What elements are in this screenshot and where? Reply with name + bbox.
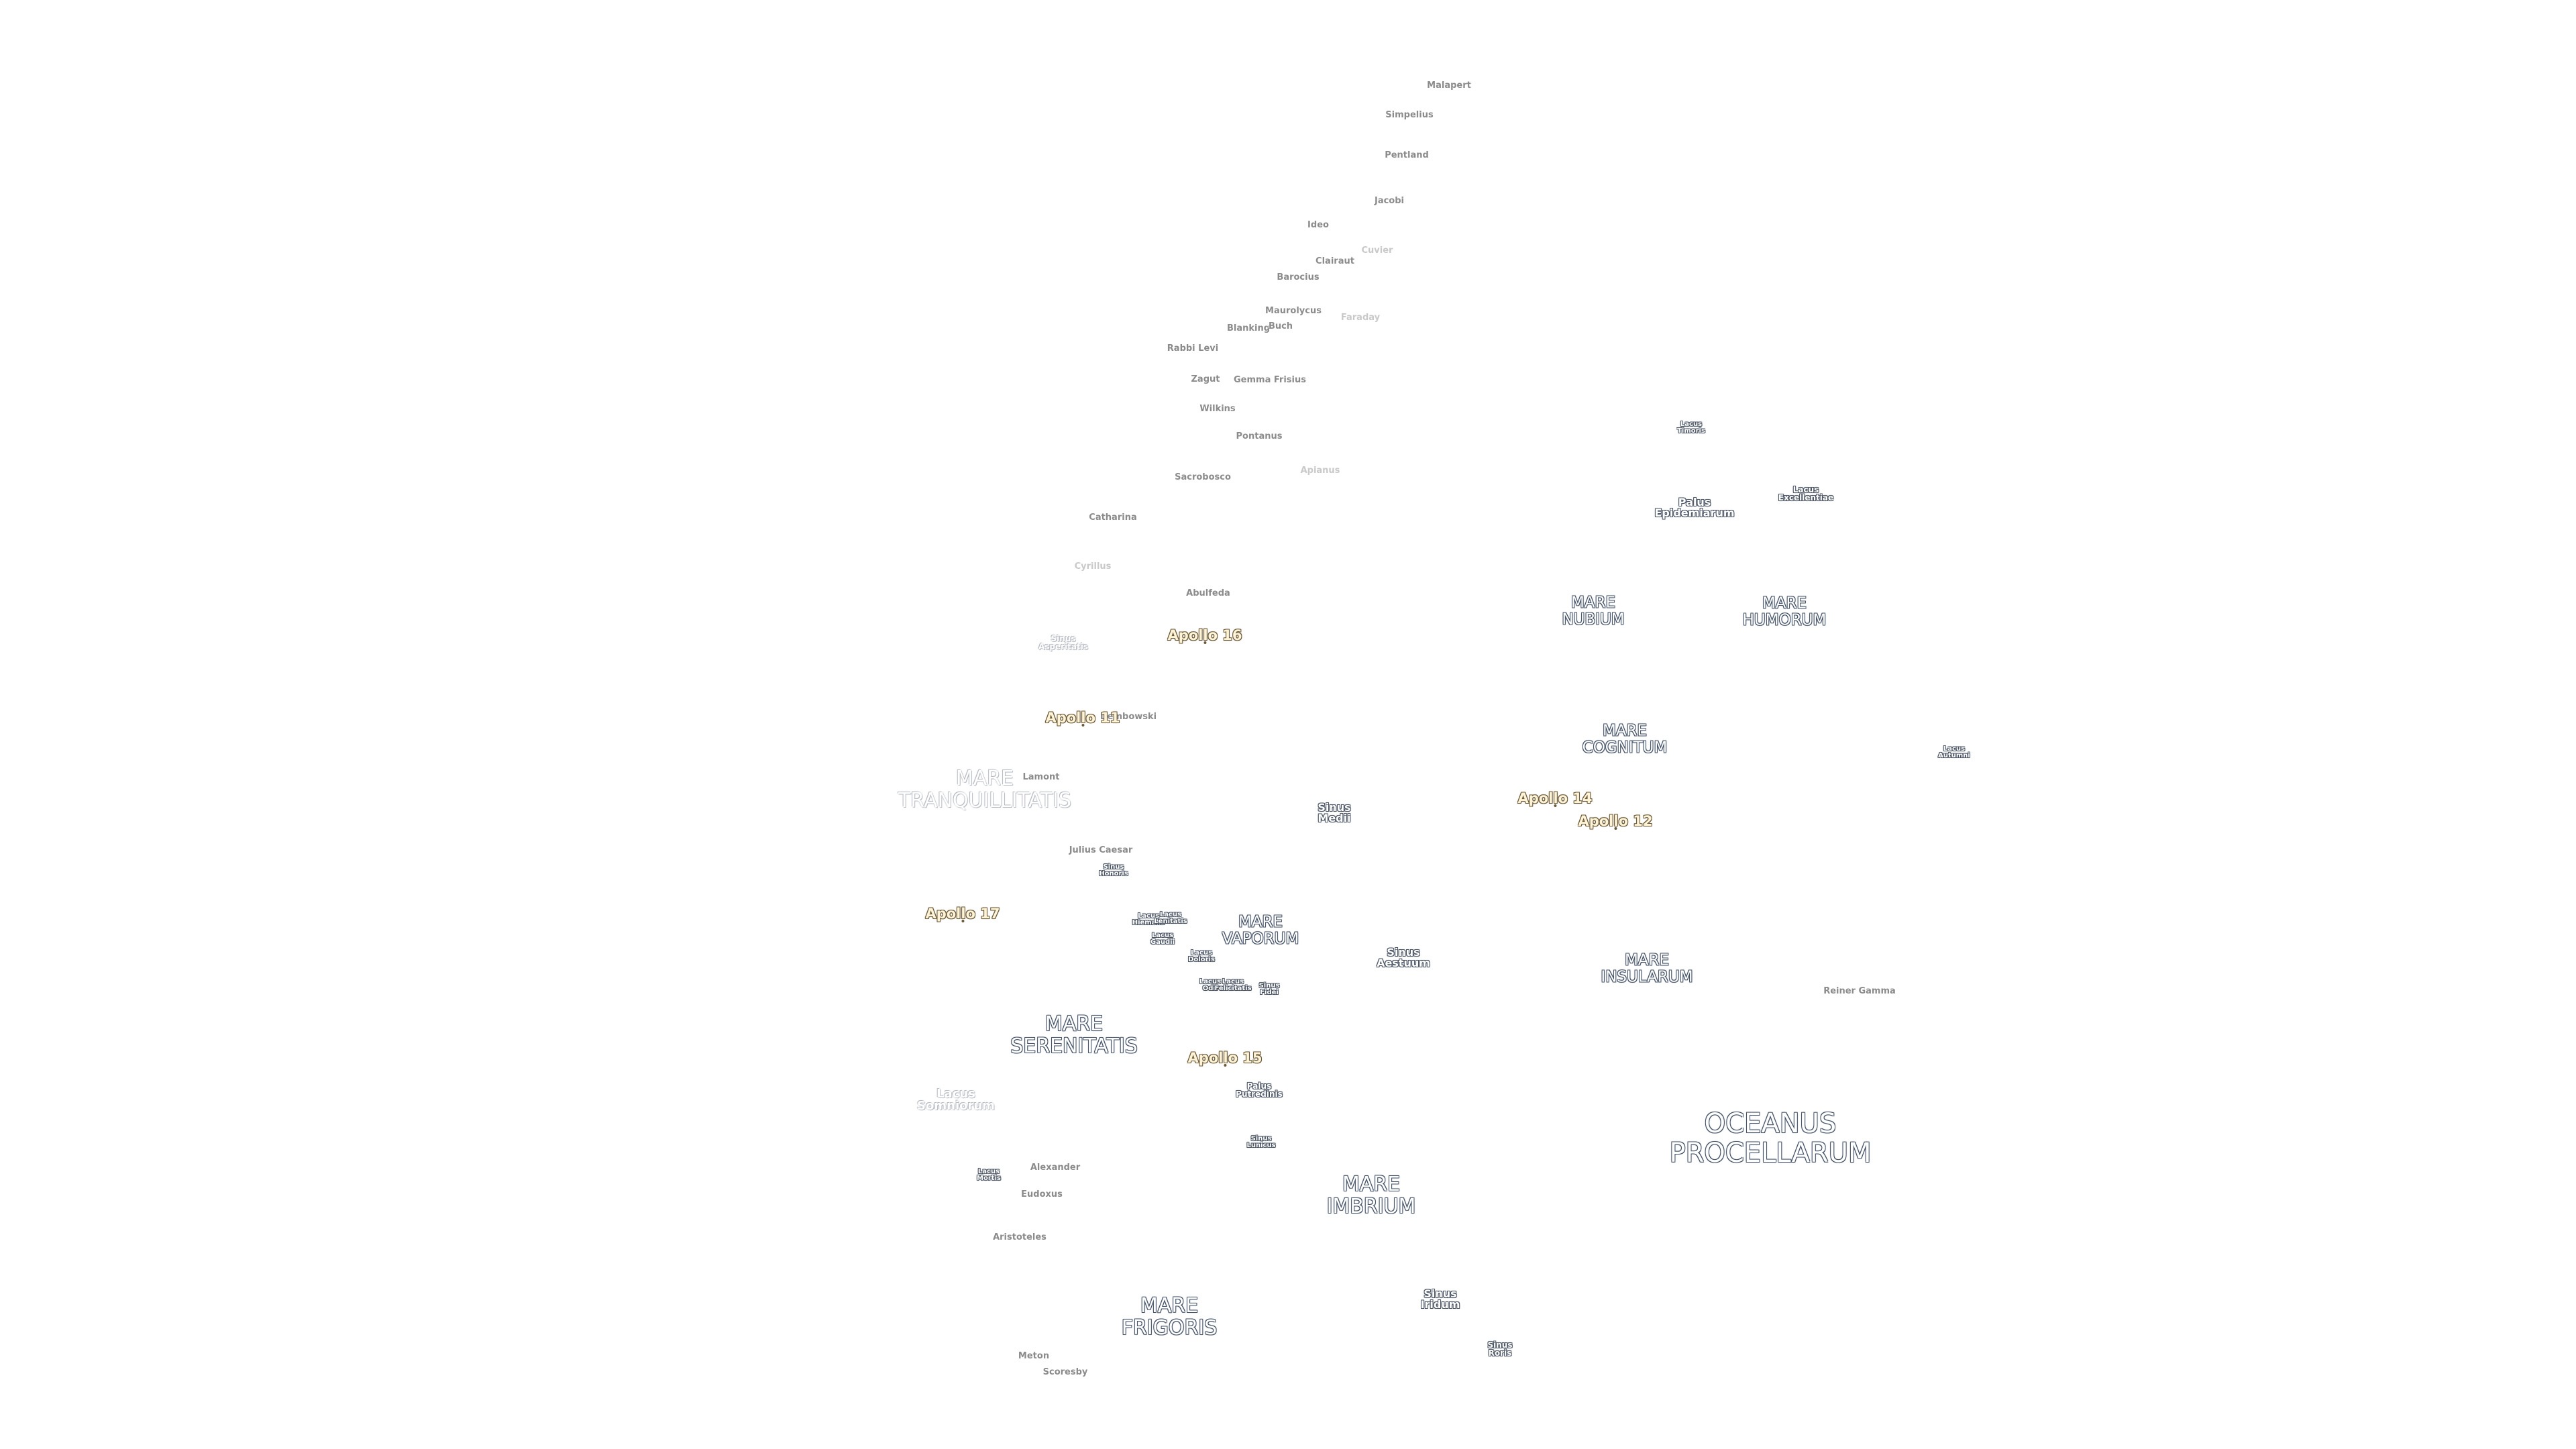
mare-label-frigoris: MARE FRIGORIS xyxy=(1121,1294,1218,1340)
crater-label-faraday: Faraday xyxy=(1340,313,1381,323)
small-feature-label-lacus-doloris: Lacus Doloris xyxy=(1188,949,1215,963)
apollo-site-label: Apollo 15 xyxy=(1187,1049,1263,1066)
small-feature-label-sinus-asperitatis: Sinus Asperitatis xyxy=(1038,634,1089,651)
crater-label-jacobi: Jacobi xyxy=(1374,196,1405,207)
crater-label-zagut: Zagut xyxy=(1191,374,1220,385)
apollo-site-label: Apollo 12 xyxy=(1578,812,1653,829)
mare-label-nubium: MARE NUBIUM xyxy=(1562,594,1625,629)
crater-label-sacrobosco: Sacrobosco xyxy=(1175,472,1231,483)
crater-label-reiner-gamma: Reiner Gamma xyxy=(1823,986,1896,997)
apollo-site-16[interactable]: Apollo 16 xyxy=(1167,627,1242,645)
crater-label-aristoteles: Aristoteles xyxy=(993,1232,1046,1243)
apollo-site-label: Apollo 11 xyxy=(1045,709,1120,726)
landing-site-marker xyxy=(961,920,964,923)
crater-label-cuvier: Cuvier xyxy=(1361,246,1393,256)
mare-label-humorum: MARE HUMORUM xyxy=(1742,594,1827,629)
small-feature-label-sinus-lunicus: Sinus Lunicus xyxy=(1246,1135,1276,1149)
crater-label-barocius: Barocius xyxy=(1277,272,1320,283)
mare-label-serenitatis: MARE SERENITATIS xyxy=(1010,1012,1138,1058)
crater-label-eudoxus: Eudoxus xyxy=(1021,1189,1063,1200)
apollo-site-label: Apollo 14 xyxy=(1517,790,1593,806)
small-feature-label-lacus-excellentiae: Lacus Excellentiae xyxy=(1778,485,1834,502)
crater-label-catharina: Catharina xyxy=(1089,513,1137,523)
small-feature-label-sinus-roris: Sinus Roris xyxy=(1487,1340,1513,1358)
mare-label-cognitum: MARE COGNITUM xyxy=(1582,722,1668,757)
apollo-site-15[interactable]: Apollo 15 xyxy=(1187,1049,1263,1067)
small-feature-label-lacus-mortis: Lacus Mortis xyxy=(977,1168,1001,1182)
small-feature-label-palus-putredinis: Palus Putredinis xyxy=(1236,1081,1283,1099)
small-feature-label-lacus-autumni: Lacus Autumni xyxy=(1938,745,1970,759)
small-feature-label-lacus-somniorum: Lacus Somniorum xyxy=(917,1087,995,1113)
small-feature-label-lacus-hiemalis: Lacus Hiemalis xyxy=(1132,912,1165,926)
crater-label-cyrillus: Cyrillus xyxy=(1074,561,1112,572)
apollo-site-label: Apollo 17 xyxy=(925,905,1000,922)
apollo-site-label: Apollo 16 xyxy=(1167,627,1242,643)
crater-label-clairaut: Clairaut xyxy=(1316,256,1354,267)
small-feature-label-sinus-fidei: Sinus Fidei xyxy=(1258,982,1280,996)
landing-site-marker xyxy=(1223,1064,1226,1067)
crater-label-pontanus: Pontanus xyxy=(1236,431,1283,442)
mare-label-imbrium: MARE IMBRIUM xyxy=(1326,1173,1416,1218)
crater-label-abulfeda: Abulfeda xyxy=(1186,588,1230,599)
crater-label-apianus: Apianus xyxy=(1300,466,1340,476)
small-feature-label-lacus-timoris: Lacus Timoris xyxy=(1677,421,1705,435)
small-feature-label-lacus-odii: Lacus Odii xyxy=(1199,978,1222,992)
small-feature-label-sinus-aestuum: Sinus Aestuum xyxy=(1377,946,1430,969)
crater-label-wilkins: Wilkins xyxy=(1199,404,1236,415)
landing-site-marker xyxy=(1081,724,1084,727)
apollo-site-17[interactable]: Apollo 17 xyxy=(925,905,1000,923)
landing-site-marker xyxy=(1613,827,1617,830)
small-feature-label-sinus-honoris: Sinus Honoris xyxy=(1099,863,1128,877)
landing-site-marker xyxy=(1203,641,1206,645)
crater-label-dembowski: Dembowski xyxy=(1099,712,1157,722)
mare-label-oceanus-procellarum: OCEANUS PROCELLARUM xyxy=(1669,1108,1872,1169)
crater-label-scoresby: Scoresby xyxy=(1042,1367,1088,1378)
apollo-site-11[interactable]: Apollo 11 xyxy=(1045,710,1120,727)
crater-label-buch: Buch xyxy=(1268,321,1293,332)
mare-label-vaporum: MARE VAPORUM xyxy=(1222,913,1299,948)
crater-label-gemma-frisius: Gemma Frisius xyxy=(1234,375,1306,386)
crater-label-blanking: Blanking xyxy=(1226,323,1271,334)
small-feature-label-lacus-felicitatis: Lacus Felicitatis xyxy=(1214,978,1252,992)
crater-label-lamont: Lamont xyxy=(1022,772,1060,783)
crater-label-rabbi-levi: Rabbi Levi xyxy=(1167,343,1219,354)
mare-label-tranquillitatis: MARE TRANQUILLITATIS xyxy=(898,767,1072,812)
small-feature-label-sinus-medii: Sinus Medii xyxy=(1318,801,1351,824)
crater-label-malapert: Malapert xyxy=(1427,80,1471,91)
crater-label-alexander: Alexander xyxy=(1030,1163,1081,1173)
landing-site-marker xyxy=(1553,804,1556,808)
crater-label-julius-caesar: Julius Caesar xyxy=(1069,845,1133,856)
crater-label-ideo: Ideo xyxy=(1307,220,1329,231)
small-feature-label-palus-epidemiarum: Palus Epidemiarum xyxy=(1654,496,1735,519)
crater-label-pentland: Pentland xyxy=(1385,150,1429,161)
small-feature-label-lacus-lenitatis: Lacus Lenitatis xyxy=(1154,911,1187,925)
crater-label-maurolycus: Maurolycus xyxy=(1265,306,1322,317)
mare-label-insularum: MARE INSULARUM xyxy=(1601,951,1693,986)
crater-label-simpelius: Simpelius xyxy=(1385,110,1434,121)
apollo-site-14[interactable]: Apollo 14 xyxy=(1517,790,1593,808)
small-feature-label-lacus-gaudii: Lacus Gaudii xyxy=(1150,932,1175,946)
small-feature-label-sinus-iridum: Sinus Iridum xyxy=(1420,1287,1460,1311)
crater-label-meton: Meton xyxy=(1018,1351,1050,1362)
apollo-site-12[interactable]: Apollo 12 xyxy=(1578,812,1653,830)
